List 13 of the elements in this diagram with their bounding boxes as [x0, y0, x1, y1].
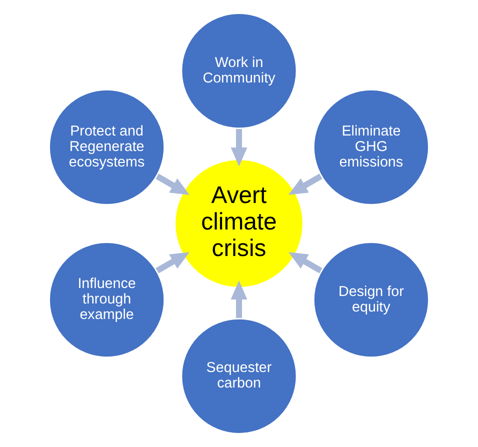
- arrow: [230, 129, 248, 166]
- node-circle: Eliminate GHG emissions: [312, 88, 430, 206]
- node-circle: Design for equity: [312, 240, 430, 360]
- node-circle: Avert climate crisis: [173, 158, 305, 290]
- node-circle: Work in Community: [180, 12, 298, 130]
- arrow: [156, 252, 190, 274]
- node-circle: Protect and Regenerate ecosystems: [48, 88, 166, 206]
- arrow: [156, 174, 190, 195]
- arrow: [288, 252, 322, 274]
- arrow: [288, 174, 322, 195]
- node-circle: Influence through example: [48, 240, 166, 360]
- arrow: [230, 280, 248, 318]
- node-circle: Sequester carbon: [180, 316, 298, 436]
